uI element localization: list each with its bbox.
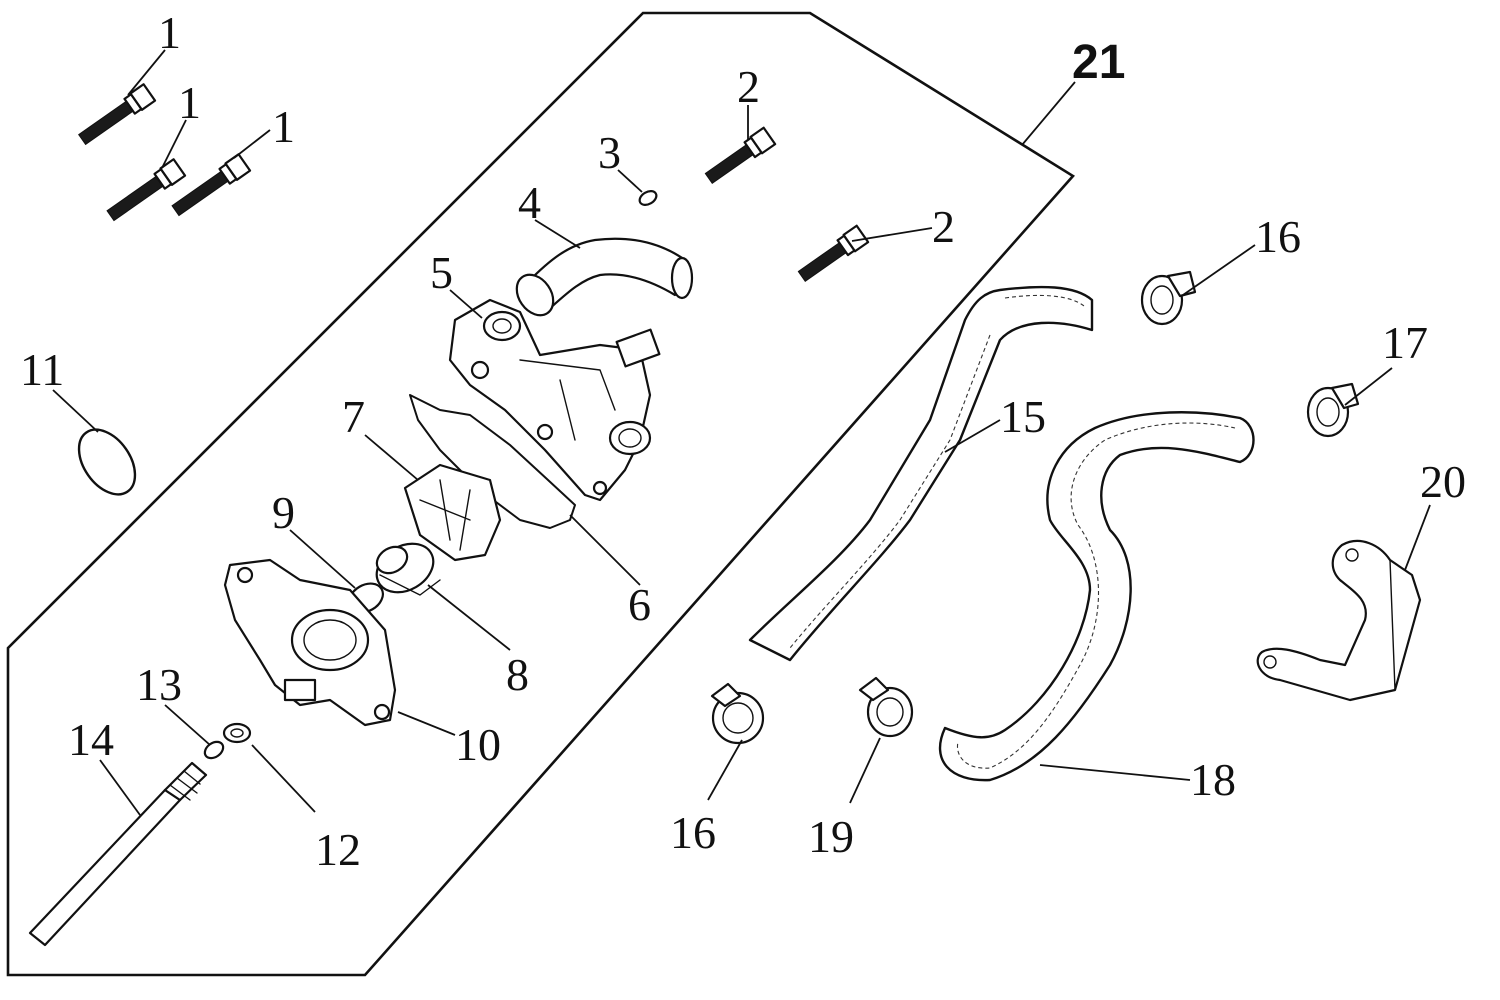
part-11-o-ring	[77, 428, 137, 496]
label-18: 18	[1190, 754, 1236, 805]
label-10: 10	[455, 719, 501, 770]
label-4: 4	[518, 177, 541, 228]
part-1-bolt-c	[171, 153, 252, 217]
label-13: 13	[136, 659, 182, 710]
assembly-21-boundary	[6, 11, 1075, 977]
label-1a: 1	[158, 7, 181, 58]
part-12-washer	[222, 722, 252, 744]
label-21: 21	[1072, 36, 1125, 89]
label-16a: 16	[1255, 211, 1301, 262]
label-6: 6	[628, 579, 651, 630]
leader-lines	[52, 49, 1431, 816]
label-1b: 1	[178, 77, 201, 128]
label-7: 7	[342, 391, 365, 442]
label-15: 15	[1000, 391, 1046, 442]
part-8-seal	[375, 542, 441, 596]
part-1-bolt-a	[78, 83, 157, 146]
callout-labels: 1 1 1 2 2 3 4 5 6 7 8 9 10 11 12 13 14 1…	[20, 7, 1466, 875]
label-12: 12	[315, 824, 361, 875]
label-11: 11	[20, 344, 64, 395]
part-7-impeller	[403, 463, 502, 562]
label-9: 9	[272, 487, 295, 538]
part-3-washer	[638, 190, 658, 206]
part-16-clamp-a	[1140, 270, 1197, 326]
label-2a: 2	[737, 61, 760, 112]
part-2-bolt-b	[797, 224, 870, 282]
label-14: 14	[68, 714, 114, 765]
part-16-clamp-b	[710, 682, 765, 745]
label-5: 5	[430, 247, 453, 298]
label-3: 3	[598, 127, 621, 178]
part-5-pump-housing	[448, 298, 661, 502]
label-16b: 16	[670, 807, 716, 858]
part-17-clamp	[1306, 382, 1360, 438]
label-19: 19	[808, 811, 854, 862]
part-19-clamp	[858, 676, 914, 738]
part-4-elbow-pipe	[515, 237, 694, 317]
part-20-bracket	[1256, 539, 1422, 702]
part-2-bolt-a	[704, 126, 777, 184]
part-14-shaft	[28, 761, 208, 947]
label-2b: 2	[932, 201, 955, 252]
label-8: 8	[506, 649, 529, 700]
label-17: 17	[1382, 317, 1428, 368]
label-20: 20	[1420, 456, 1466, 507]
part-1-bolt-b	[106, 158, 187, 222]
part-15-hose	[748, 285, 1094, 662]
part-18-hose	[938, 411, 1255, 782]
label-1c: 1	[272, 101, 295, 152]
part-6-gasket	[409, 394, 576, 529]
part-10-pump-cover	[223, 558, 397, 727]
